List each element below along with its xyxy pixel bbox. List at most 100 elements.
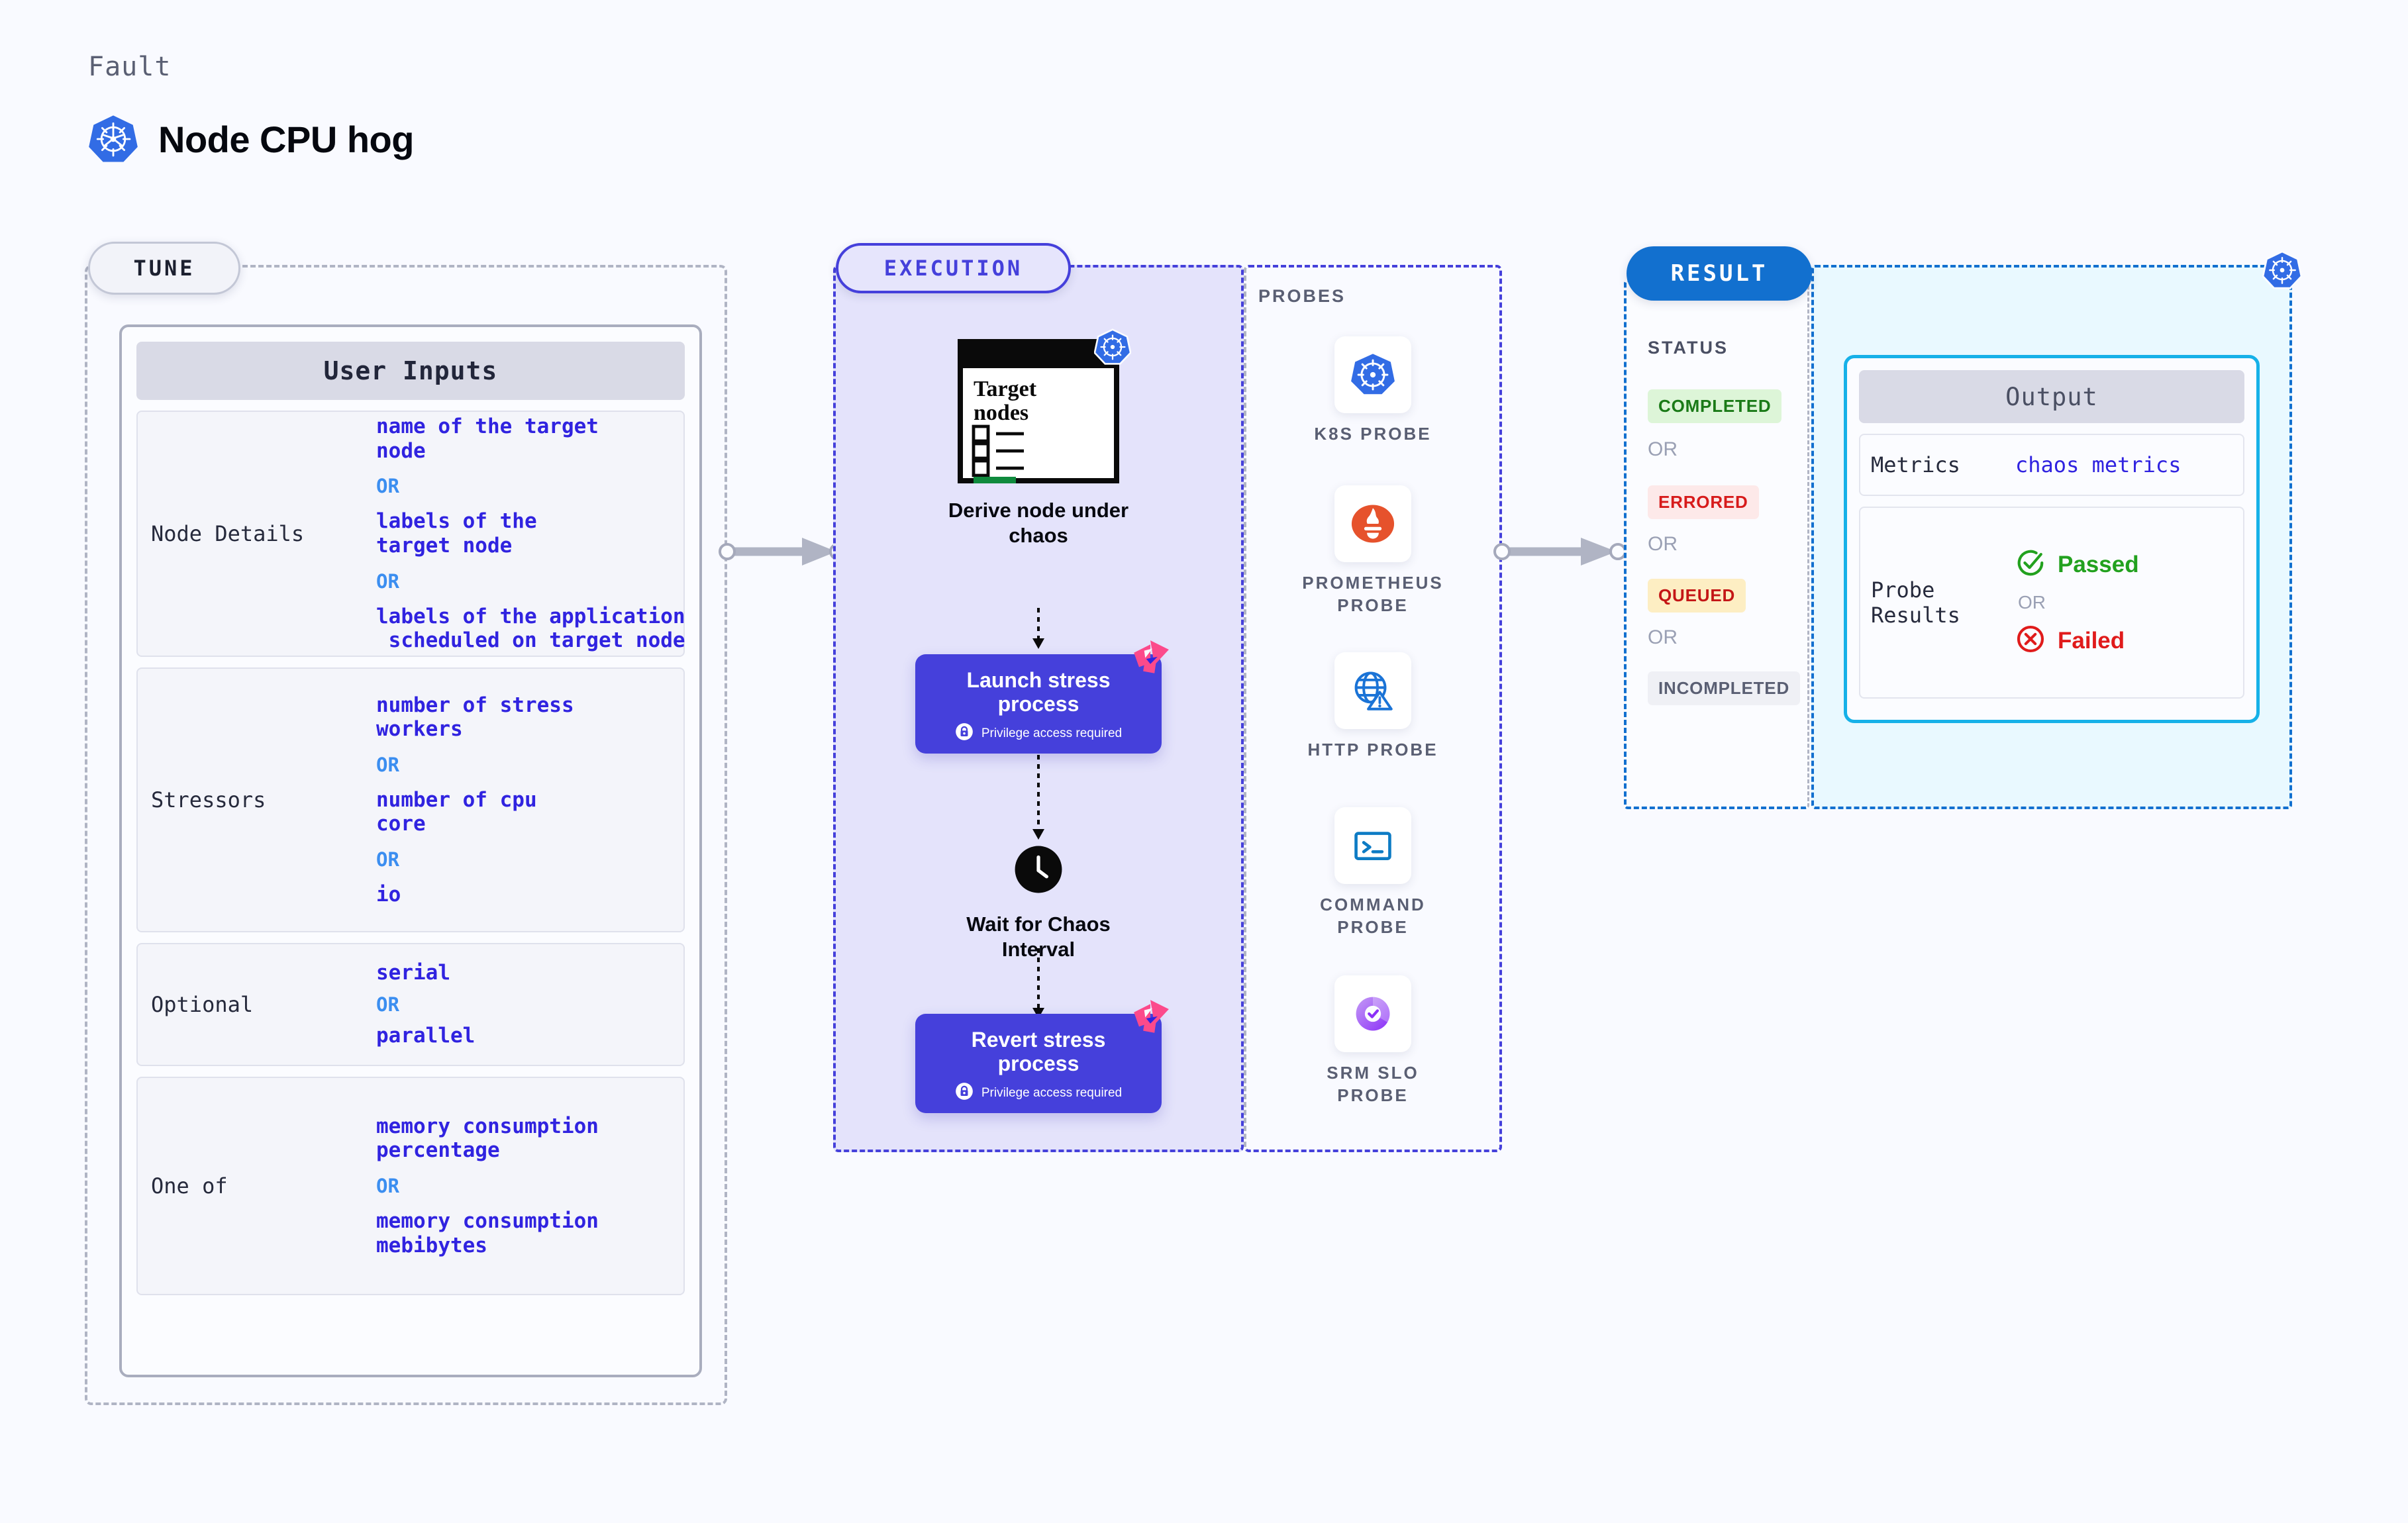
fault-kicker: Fault — [88, 52, 172, 82]
flow-node-revert-stress[interactable]: Revert stress process Privilege access r… — [833, 1000, 1244, 1113]
probe-results-label: Probe Results — [1871, 577, 1960, 628]
user-input-row-optional[interactable]: Optional serial OR parallel — [136, 943, 685, 1066]
flow-node-caption: Wait for Chaos Interval — [966, 912, 1111, 961]
status-badge-completed: COMPLETED — [1648, 389, 1782, 423]
user-input-row-node-details[interactable]: Node Details name of the target node OR … — [136, 411, 685, 657]
row-label: Node Details — [151, 521, 305, 546]
output-title: Output — [1859, 370, 2244, 423]
output-card: Output Metrics chaos metrics Probe Resul… — [1844, 355, 2260, 723]
or-separator: OR — [376, 753, 399, 776]
or-separator: OR — [2018, 592, 2046, 613]
lock-icon — [955, 722, 974, 744]
user-input-row-stressors[interactable]: Stressors number of stress workers OR nu… — [136, 667, 685, 932]
privilege-row: Privilege access required — [955, 722, 1122, 744]
status-title: STATUS — [1648, 338, 1729, 358]
probe-label: PROMETHEUS PROBE — [1302, 573, 1444, 616]
kubernetes-icon — [1093, 328, 1132, 369]
litmus-icon — [1130, 638, 1171, 679]
revert-stress-box[interactable]: Revert stress process Privilege access r… — [915, 1000, 1169, 1113]
tune-stage-pill[interactable]: TUNE — [88, 242, 240, 295]
metrics-label: Metrics — [1871, 452, 1960, 477]
kubernetes-icon — [2262, 250, 2303, 290]
user-input-row-one-of[interactable]: One of memory consumption percentage OR … — [136, 1077, 685, 1295]
flow-arrow-down — [1032, 948, 1044, 1018]
or-separator: OR — [1648, 438, 1678, 460]
tune-to-execution-arrow — [719, 538, 846, 565]
tune-stage-container — [85, 265, 727, 1405]
launch-stress-box[interactable]: Launch stress process Privilege access r… — [915, 640, 1169, 754]
fault-title-row: Node CPU hog — [88, 114, 414, 164]
target-nodes-card: Target nodes — [958, 328, 1132, 490]
probe-label: HTTP PROBE — [1307, 740, 1438, 760]
probe-label: K8S PROBE — [1314, 424, 1432, 444]
input-value: name of the target node — [376, 415, 599, 463]
flow-arrow-down — [1032, 755, 1044, 840]
privilege-text: Privilege access required — [981, 726, 1123, 740]
metrics-value: chaos metrics — [2015, 452, 2182, 477]
probe-label: SRM SLO PROBE — [1327, 1063, 1419, 1106]
user-inputs-card: User Inputs Node Details name of the tar… — [119, 324, 702, 1377]
terminal-icon — [1334, 807, 1411, 884]
input-value: labels of the target node — [376, 509, 537, 558]
page-title: Node CPU hog — [158, 118, 414, 160]
kubernetes-icon — [1334, 336, 1411, 413]
or-separator: OR — [376, 1175, 399, 1197]
kubernetes-icon — [88, 114, 138, 164]
input-value: io — [376, 882, 401, 907]
probe-result-failed: Failed — [2015, 624, 2139, 658]
prometheus-icon — [1334, 485, 1411, 562]
probe-label: COMMAND PROBE — [1320, 895, 1426, 938]
execution-to-result-arrow — [1493, 538, 1627, 565]
status-badge-errored: ERRORED — [1648, 485, 1759, 519]
x-circle-icon — [2015, 624, 2046, 658]
result-stage-pill[interactable]: RESULT — [1627, 246, 1812, 301]
or-separator: OR — [376, 848, 399, 871]
flow-node-launch-stress[interactable]: Launch stress process Privilege access r… — [833, 640, 1244, 754]
probe-item-http[interactable]: HTTP PROBE — [1244, 652, 1502, 761]
probe-item-srm-slo[interactable]: SRM SLO PROBE — [1244, 975, 1502, 1107]
row-values: name of the target node OR labels of the… — [376, 415, 685, 652]
check-circle-icon — [2015, 548, 2046, 581]
probe-item-k8s[interactable]: K8S PROBE — [1244, 336, 1502, 445]
action-title: Revert stress process — [971, 1027, 1106, 1075]
input-value: number of stress workers — [376, 693, 574, 742]
input-value: parallel — [376, 1024, 476, 1048]
row-label: One of — [151, 1173, 228, 1199]
clock-icon — [1014, 845, 1063, 897]
probe-item-prometheus[interactable]: PROMETHEUS PROBE — [1244, 485, 1502, 617]
output-row-probe-results[interactable]: Probe Results Passed OR — [1859, 507, 2244, 699]
flow-node-derive-node[interactable]: Target nodes — [833, 328, 1244, 548]
lock-icon — [955, 1082, 974, 1104]
or-separator: OR — [376, 569, 399, 593]
input-value: serial — [376, 961, 450, 985]
row-values: serial OR parallel — [376, 961, 676, 1048]
probes-title: PROBES — [1258, 286, 1346, 306]
srm-slo-icon — [1334, 975, 1411, 1052]
execution-stage-pill[interactable]: EXECUTION — [836, 243, 1071, 293]
litmus-icon — [1130, 998, 1171, 1039]
result-status-container — [1624, 279, 1809, 809]
svg-text:nodes: nodes — [974, 401, 1028, 425]
svg-text:Target: Target — [974, 377, 1037, 401]
globe-warning-icon — [1334, 652, 1411, 729]
output-row-metrics[interactable]: Metrics chaos metrics — [1859, 434, 2244, 496]
row-label: Optional — [151, 992, 254, 1017]
or-separator: OR — [1648, 533, 1678, 555]
row-label: Stressors — [151, 787, 266, 812]
or-separator: OR — [376, 475, 399, 498]
probe-result-passed: Passed — [2015, 548, 2139, 581]
probe-item-command[interactable]: COMMAND PROBE — [1244, 807, 1502, 939]
failed-label: Failed — [2058, 627, 2125, 654]
input-value: labels of the application scheduled on t… — [376, 604, 685, 653]
or-separator: OR — [1648, 626, 1678, 648]
action-title: Launch stress process — [966, 667, 1111, 716]
row-values: memory consumption percentage OR memory … — [376, 1114, 676, 1257]
flow-arrow-down — [1032, 608, 1044, 649]
passed-label: Passed — [2058, 551, 2139, 577]
flow-node-wait-chaos[interactable]: Wait for Chaos Interval — [833, 845, 1244, 962]
flow-node-caption: Derive node under chaos — [948, 499, 1129, 547]
input-value: memory consumption mebibytes — [376, 1209, 599, 1257]
probe-results-values: Passed OR Failed — [2015, 548, 2139, 658]
status-badge-queued: QUEUED — [1648, 579, 1746, 613]
